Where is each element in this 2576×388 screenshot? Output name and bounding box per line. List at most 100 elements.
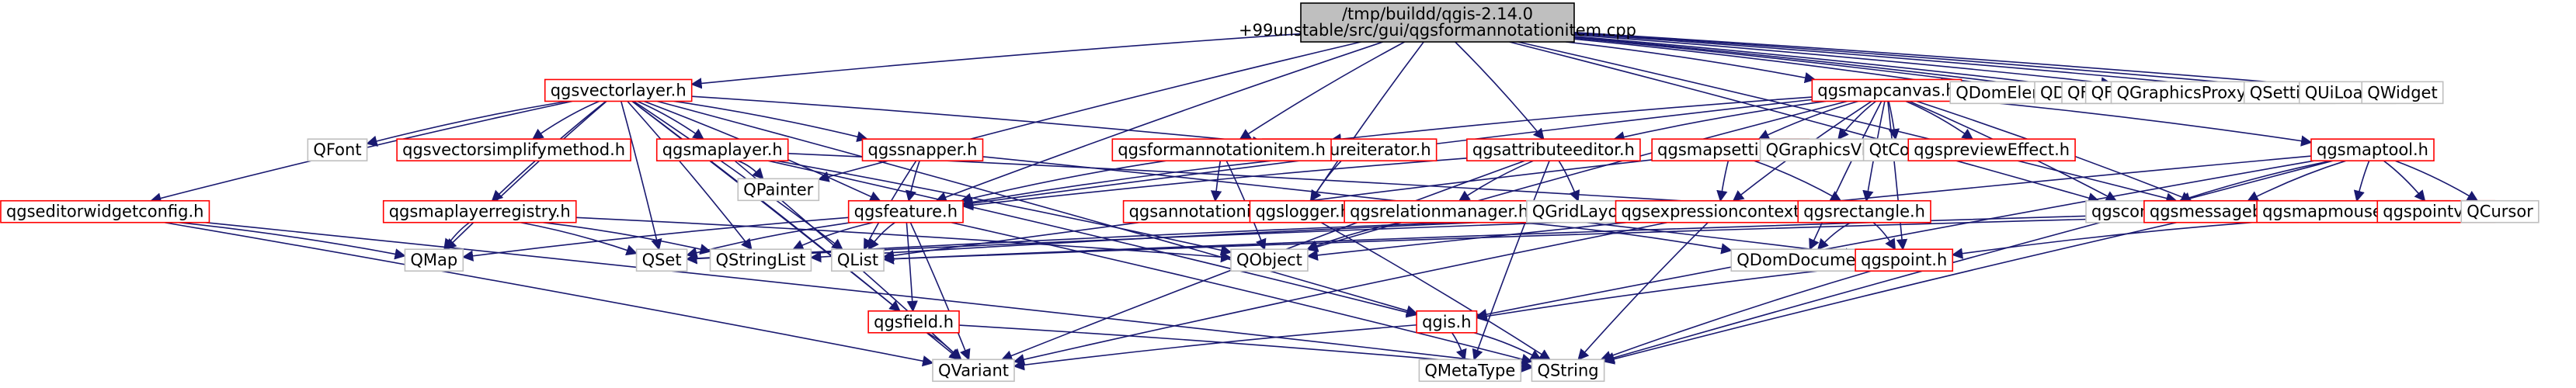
node-qgsexpressioncontext[interactable]: qgsexpressioncontext.h — [1615, 199, 1822, 223]
node-qgis[interactable]: qgis.h — [1416, 310, 1478, 334]
node-qgsvectorsimplifymethod[interactable]: qgsvectorsimplifymethod.h — [396, 138, 631, 161]
edge-qgseditorwidgetconfig-to-qvariant — [164, 221, 934, 367]
node-qgsfeature[interactable]: qgsfeature.h — [847, 199, 964, 223]
node-qpainter[interactable]: QPainter — [737, 178, 820, 202]
node-label-qwidget: QWidget — [2367, 83, 2437, 102]
node-box-qpainter — [737, 178, 820, 202]
node-box-qgsvectorsimplifymethod — [396, 138, 631, 161]
edge-qgis-to-qstring — [1473, 331, 1542, 360]
node-box-qcursor — [2460, 199, 2539, 223]
root-node-label-line1: /tmp/buildd/qgis-2.14.0 — [1342, 5, 1533, 23]
edge-qgsmaplayerregistry-to-qset — [520, 221, 638, 256]
node-label-qgsmaplayerregistry: qgsmaplayerregistry.h — [389, 203, 571, 221]
node-qgsmaplayerregistry[interactable]: qgsmaplayerregistry.h — [382, 199, 577, 223]
node-box-qfont — [307, 138, 368, 161]
node-qcursor[interactable]: QCursor — [2460, 199, 2539, 223]
node-box-qgsfield — [867, 310, 960, 334]
edge-qgsformannotationitem-to-qgsfeature — [960, 160, 1166, 204]
edge-root-to-qdomelement — [1573, 38, 1952, 89]
node-box-qgsmapcanvas — [1811, 78, 1962, 102]
nodes-layer: /tmp/buildd/qgis-2.14.0 +99unstable/src/… — [0, 2, 2539, 383]
edge-qgsvectorlayer-to-qfont — [366, 100, 568, 147]
edge-qgseditorwidgetconfig-to-qmap — [179, 221, 406, 260]
node-qmap[interactable]: QMap — [404, 248, 464, 272]
node-qvariant[interactable]: QVariant — [932, 359, 1015, 383]
node-label-qgsvectorsimplifymethod: qgsvectorsimplifymethod.h — [402, 140, 625, 159]
root-node-qgsformannotationitem-cpp[interactable]: /tmp/buildd/qgis-2.14.0 +99unstable/src/… — [1239, 2, 1636, 43]
node-qgsmaplayer[interactable]: qgsmaplayer.h — [655, 138, 789, 161]
edge-qgsvectorlayer-to-qmap — [445, 100, 607, 251]
edge-qgsvectorlayer-to-qgssnapper — [673, 100, 868, 143]
root-node-label-line2: +99unstable/src/gui/qgsformannotationite… — [1239, 21, 1636, 40]
node-label-qpainter: QPainter — [743, 180, 813, 199]
edge-root-to-qgsmessagebar — [1517, 41, 2178, 204]
edge-qgsfeature-to-qgsfield — [906, 222, 918, 313]
node-qgsformannotationitem[interactable]: qgsformannotationitem.h — [1111, 138, 1332, 161]
node-box-qgsfeature — [847, 199, 964, 223]
edge-qgsrelationmanager-to-qdomdocument — [1521, 221, 1733, 255]
node-box-qgsrelationmanager — [1344, 199, 1535, 223]
node-box-qwidget — [2361, 81, 2444, 105]
edge-qgsvectorlayer-to-qgsfeatureiterator — [691, 95, 1264, 147]
edge-qgsfeatureiterator-to-qgslogger — [1310, 160, 1342, 202]
edge-qgsmapcanvas-to-qobject — [1306, 100, 1848, 252]
edge-qgsattributeeditor-to-qmetatype — [1472, 160, 1550, 361]
edge-qgspoint-to-qstring — [1600, 270, 1872, 362]
node-qgsfield[interactable]: qgsfield.h — [867, 310, 960, 334]
edge-qgsmaptool-to-qgspointv2 — [2383, 160, 2426, 202]
node-qgseditorwidgetconfig[interactable]: qgseditorwidgetconfig.h — [0, 199, 210, 223]
node-qlist[interactable]: QList — [831, 248, 885, 272]
node-label-qgsrectangle: qgsrectangle.h — [1803, 203, 1925, 221]
node-qfont[interactable]: QFont — [307, 138, 368, 161]
edge-qgsmaptool-to-qgis — [1476, 160, 2314, 320]
node-label-qvariant: QVariant — [938, 361, 1009, 379]
node-qgsattributeeditor[interactable]: qgsattributeeditor.h — [1466, 138, 1641, 161]
node-qgsvectorlayer[interactable]: qgsvectorlayer.h — [544, 78, 693, 102]
node-box-qstring — [1531, 359, 1605, 383]
node-box-qset — [635, 248, 688, 272]
edge-qgsmapmouseevent-to-qgspoint — [1951, 221, 2258, 259]
node-box-qgsvectorlayer — [544, 78, 693, 102]
node-label-qgsvectorlayer: qgsvectorlayer.h — [551, 81, 687, 99]
edge-qgsfeature-to-qstringlist — [792, 221, 874, 251]
node-box-qgssnapper — [861, 138, 984, 161]
node-qgsmapcanvas[interactable]: qgsmapcanvas.h — [1811, 78, 1962, 102]
edge-qgsmapcanvas-to-qgsformannotationitem — [1330, 96, 1813, 145]
node-label-qgseditorwidgetconfig: qgseditorwidgetconfig.h — [6, 203, 203, 221]
edge-root-to-qfileinfo — [1573, 36, 2088, 93]
node-qstringlist[interactable]: QStringList — [709, 248, 812, 272]
node-qgsrelationmanager[interactable]: qgsrelationmanager.h — [1344, 199, 1535, 223]
node-qdomdocument[interactable]: QDomDocument — [1730, 248, 1879, 272]
edge-qgsmaplayerregistry-to-qmap — [443, 222, 470, 251]
edge-qgsmaplayerregistry-to-qobject — [575, 217, 1232, 263]
node-qgsrectangle[interactable]: qgsrectangle.h — [1797, 199, 1931, 223]
node-qgspoint[interactable]: qgspoint.h — [1855, 248, 1954, 272]
node-qstring[interactable]: QString — [1531, 359, 1605, 383]
edge-qgsmaptool-to-qcursor — [2394, 160, 2479, 202]
node-label-qcursor: QCursor — [2466, 203, 2533, 221]
node-box-qmap — [404, 248, 464, 272]
node-qmetatype[interactable]: QMetaType — [1418, 359, 1522, 383]
edge-qgsmapcanvas-to-qdomdocument — [1809, 101, 1882, 251]
node-label-qset: QSet — [642, 251, 682, 269]
node-qgssnapper[interactable]: qgssnapper.h — [861, 138, 984, 161]
node-qset[interactable]: QSet — [635, 248, 688, 272]
edge-root-to-qgraphicsproxywidget — [1573, 34, 2112, 88]
edge-qgsmapcanvas-to-qgsmapsettings — [1757, 100, 1858, 140]
node-qwidget[interactable]: QWidget — [2361, 81, 2444, 105]
node-label-qgsmapcanvas: qgsmapcanvas.h — [1817, 81, 1955, 99]
node-qgslogger[interactable]: qgslogger.h — [1249, 199, 1357, 223]
node-label-qgsrelationmanager: qgsrelationmanager.h — [1350, 203, 1528, 221]
node-box-qgis — [1416, 310, 1478, 334]
edge-qgsmessagebar-to-qstring — [1603, 221, 2177, 365]
node-label-qgsfield: qgsfield.h — [874, 313, 954, 331]
edge-qgsvectorlayer-to-qgsvectorsimplifymethod — [531, 100, 600, 140]
node-label-qgsmaplayer: qgsmaplayer.h — [662, 140, 783, 159]
edge-qgssnapper-to-qgsfeature — [905, 160, 920, 203]
node-qgsmaptool[interactable]: qgsmaptool.h — [2310, 138, 2435, 161]
node-label-qobject: QObject — [1236, 251, 1302, 269]
edge-qgsmaptool-to-qstring — [1603, 160, 2334, 363]
node-label-qgssnapper: qgssnapper.h — [867, 140, 977, 159]
node-qgsprevieweffect[interactable]: qgspreviewEffect.h — [1907, 138, 2076, 161]
node-qobject[interactable]: QObject — [1230, 248, 1309, 272]
